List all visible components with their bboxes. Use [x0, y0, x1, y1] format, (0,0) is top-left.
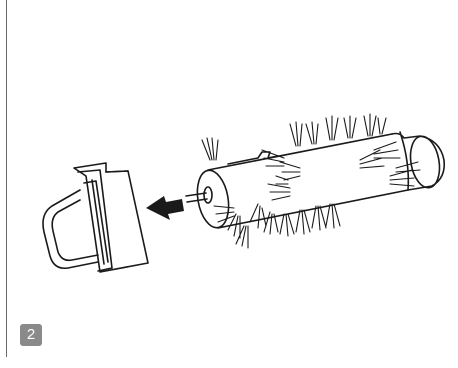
- step-number-badge: 2: [20, 324, 42, 346]
- bristle-tufts: [201, 113, 421, 249]
- left-arrow-icon: [146, 196, 184, 220]
- axle-pin: [185, 192, 208, 203]
- end-cap-part: [42, 162, 149, 273]
- page-margin-rule: [6, 0, 7, 357]
